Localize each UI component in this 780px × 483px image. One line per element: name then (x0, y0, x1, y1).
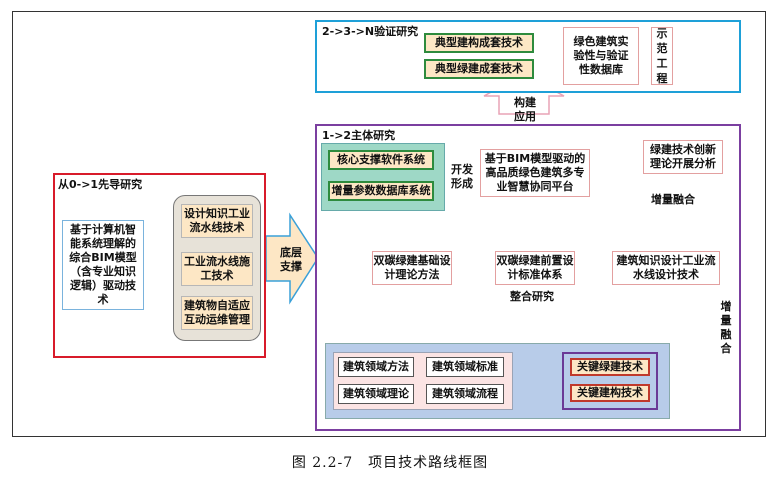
support-label: 底层支撑 (280, 246, 302, 273)
core-software-box: 核心支撑软件系统 (328, 150, 434, 170)
develop-form-label: 开发形成 (451, 163, 473, 190)
domain-theory-box: 建筑领域理论 (338, 384, 414, 404)
fusion-label-2: 增量融合 (720, 300, 732, 355)
design-knowledge-box: 设计知识工业流水线技术 (181, 204, 253, 238)
integration-label: 整合研究 (510, 290, 554, 303)
domain-method-box: 建筑领域方法 (338, 357, 414, 377)
industrial-line-box: 工业流水线施工技术 (181, 252, 253, 286)
pilot-title: 从0->1先导研究 (58, 178, 143, 191)
domain-standard-box: 建筑领域标准 (426, 357, 504, 377)
low-carbon-design-box: 双碳绿建基础设计理论方法 (372, 251, 452, 285)
demo-project-box: 示范工程 (651, 27, 673, 85)
figure-caption: 图 2.2-7 项目技术路线框图 (291, 455, 489, 471)
innovation-box: 绿建技术创新理论开展分析 (643, 140, 723, 174)
incremental-db-box: 增量参数数据库系统 (328, 181, 434, 201)
key-green-box: 关键绿建技术 (570, 358, 650, 376)
diagram-frame (12, 11, 766, 437)
validation-title: 2->3->N验证研究 (322, 25, 419, 38)
knowledge-flow-box: 建筑知识设计工业流水线设计技术 (612, 251, 720, 285)
key-build-box: 关键建构技术 (570, 384, 650, 402)
platform-box: 基于BIM模型驱动的高品质绿色建筑多专业智慧协同平台 (480, 149, 590, 197)
self-adapt-box: 建筑物自适应互动运维管理 (181, 296, 253, 330)
support-right-arrow (265, 212, 319, 305)
fusion-label-1: 增量融合 (651, 193, 695, 206)
main-title: 1->2主体研究 (322, 129, 396, 142)
domain-process-box: 建筑领域流程 (426, 384, 504, 404)
typical-green-box: 典型绿建成套技术 (424, 59, 534, 79)
construct-apply-label: 构建应用 (514, 96, 536, 123)
low-carbon-standard-box: 双碳绿建前置设计标准体系 (495, 251, 575, 285)
green-db-box: 绿色建筑实验性与验证性数据库 (563, 27, 639, 85)
ai-bim-box: 基于计算机智能系统理解的综合BIM模型（含专业知识逻辑）驱动技术 (62, 220, 144, 310)
typical-build-box: 典型建构成套技术 (424, 33, 534, 53)
